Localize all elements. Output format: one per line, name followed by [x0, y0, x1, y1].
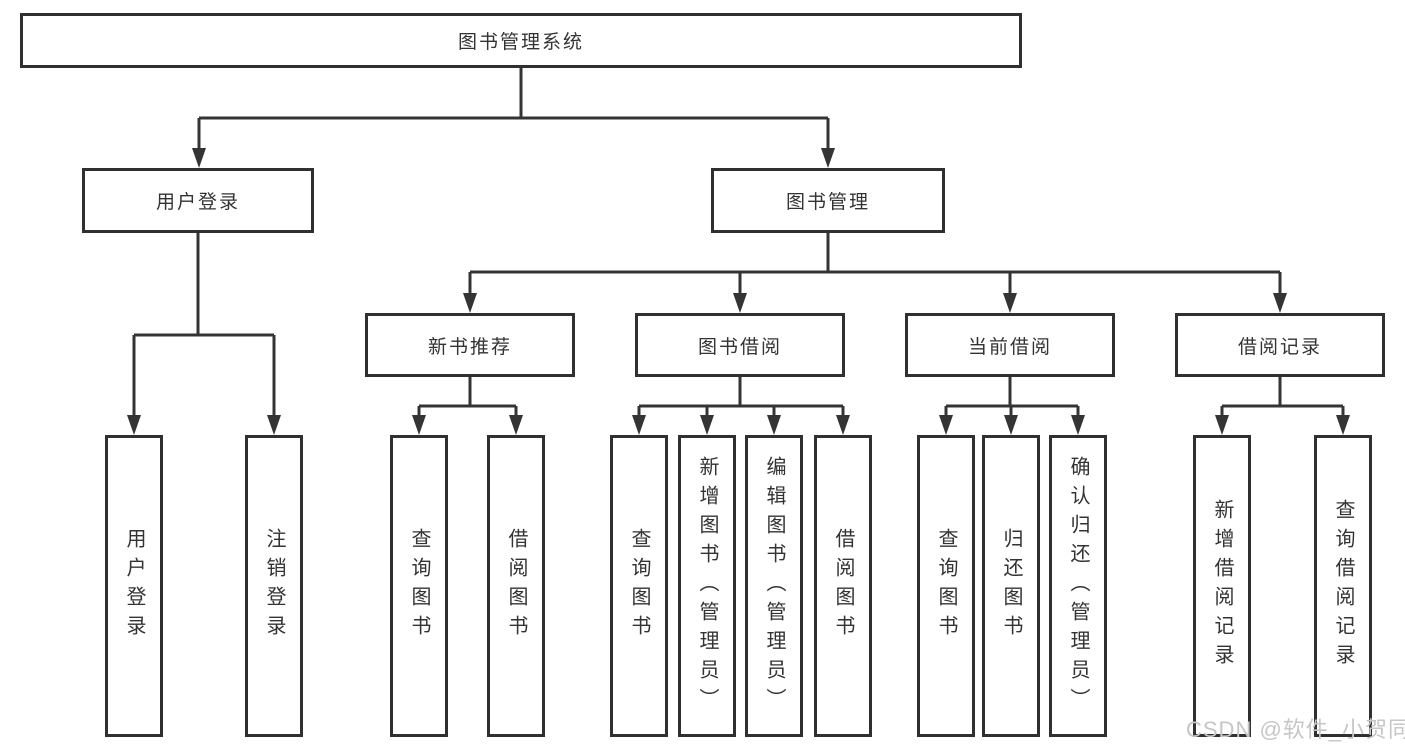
leaf-label: 查询借阅记录 — [1332, 499, 1354, 673]
node-book-borrow: 图书借阅 — [635, 313, 845, 377]
leaf-add-books-admin: 新增图书（管理员） — [678, 435, 736, 737]
leaf-add-borrow-record: 新增借阅记录 — [1193, 435, 1251, 737]
node-book-management: 图书管理 — [711, 168, 945, 233]
leaf-borrow-books-recommend: 借阅图书 — [487, 435, 545, 737]
node-user-login: 用户登录 — [82, 168, 314, 233]
node-label: 图书借阅 — [697, 336, 782, 358]
leaf-label: 用户登录 — [123, 528, 145, 644]
node-new-book-recommend: 新书推荐 — [365, 313, 575, 377]
csdn-watermark: CSDN @软件_小贺同学 — [1186, 717, 1405, 742]
node-label: 图书管理 — [785, 192, 870, 213]
leaf-label: 查询图书 — [628, 528, 650, 644]
leaf-edit-books-admin: 编辑图书（管理员） — [745, 435, 803, 737]
leaf-label: 归还图书 — [1000, 528, 1022, 644]
leaf-user-login: 用户登录 — [105, 435, 163, 737]
leaf-confirm-return-admin: 确认归还（管理员） — [1049, 435, 1107, 737]
leaf-query-borrow-record: 查询借阅记录 — [1314, 435, 1372, 737]
leaf-borrow-books: 借阅图书 — [814, 435, 872, 737]
node-label: 借阅记录 — [1237, 336, 1322, 358]
leaf-query-books-current: 查询图书 — [917, 435, 975, 737]
leaf-label: 查询图书 — [408, 528, 430, 644]
leaf-label: 借阅图书 — [505, 528, 527, 644]
leaf-label: 注销登录 — [263, 528, 285, 644]
node-label: 用户登录 — [155, 192, 240, 213]
node-borrow-records: 借阅记录 — [1175, 313, 1385, 377]
node-current-borrow: 当前借阅 — [905, 313, 1115, 377]
node-root: 图书管理系统 — [20, 13, 1022, 68]
node-label: 新书推荐 — [427, 336, 512, 358]
leaf-label: 借阅图书 — [832, 528, 854, 644]
leaf-label: 确认归还（管理员） — [1067, 455, 1089, 717]
node-root-label: 图书管理系统 — [457, 32, 584, 53]
leaf-label: 查询图书 — [935, 528, 957, 644]
arrowheads — [127, 148, 1350, 435]
leaf-query-books-borrow: 查询图书 — [610, 435, 668, 737]
leaf-label: 新增图书（管理员） — [696, 455, 718, 717]
node-label: 当前借阅 — [967, 336, 1052, 358]
leaf-label: 新增借阅记录 — [1211, 499, 1233, 673]
leaf-label: 编辑图书（管理员） — [763, 455, 785, 717]
leaf-logout: 注销登录 — [245, 435, 303, 737]
leaf-return-books: 归还图书 — [982, 435, 1040, 737]
leaf-query-books-recommend: 查询图书 — [390, 435, 448, 737]
connector-paths — [132, 68, 1345, 417]
